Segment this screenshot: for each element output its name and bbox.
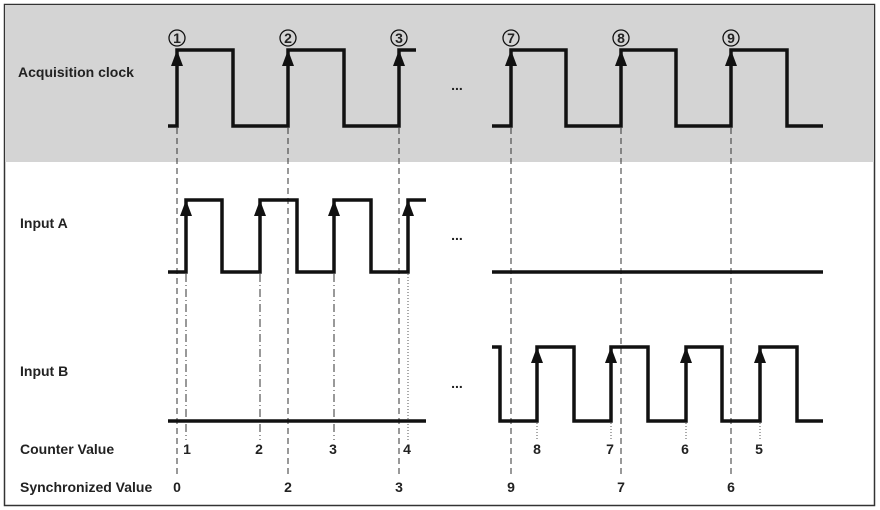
counter-value: 2 [255, 441, 263, 457]
synchronized-value: 6 [727, 479, 735, 495]
row-label-counter: Counter Value [20, 441, 114, 457]
clock-edge-label: 2 [284, 30, 292, 46]
synchronized-value: 7 [617, 479, 625, 495]
synchronized-value: 3 [395, 479, 403, 495]
clock-edge-label: 1 [173, 30, 181, 46]
counter-value: 7 [606, 441, 614, 457]
counter-value: 3 [329, 441, 337, 457]
row-label-input-b: Input B [20, 363, 68, 379]
counter-guides [185, 274, 761, 440]
counter-value: 5 [755, 441, 763, 457]
ellipsis: ... [451, 77, 463, 93]
synchronized-value: 0 [173, 479, 181, 495]
ellipsis: ... [451, 227, 463, 243]
counter-value: 8 [533, 441, 541, 457]
clock-edge-label: 8 [617, 30, 625, 46]
counter-value: 4 [403, 441, 411, 457]
clock-band [5, 5, 874, 162]
synchronized-value: 2 [284, 479, 292, 495]
clock-waveform-right [492, 48, 823, 128]
row-label-clock: Acquisition clock [18, 64, 134, 80]
clock-edge-label: 7 [507, 30, 515, 46]
counter-value: 6 [681, 441, 689, 457]
clock-edge-markers [168, 29, 740, 47]
clock-edge-label: 3 [395, 30, 403, 46]
input-a-waveform-left [168, 198, 426, 274]
clock-edge-label: 9 [727, 30, 735, 46]
ellipsis: ... [451, 375, 463, 391]
rising-edge-arrows [171, 50, 766, 363]
counter-value: 1 [183, 441, 191, 457]
row-label-input-a: Input A [20, 215, 68, 231]
synchronized-value: 9 [507, 479, 515, 495]
row-label-synchronized: Synchronized Value [20, 479, 152, 495]
